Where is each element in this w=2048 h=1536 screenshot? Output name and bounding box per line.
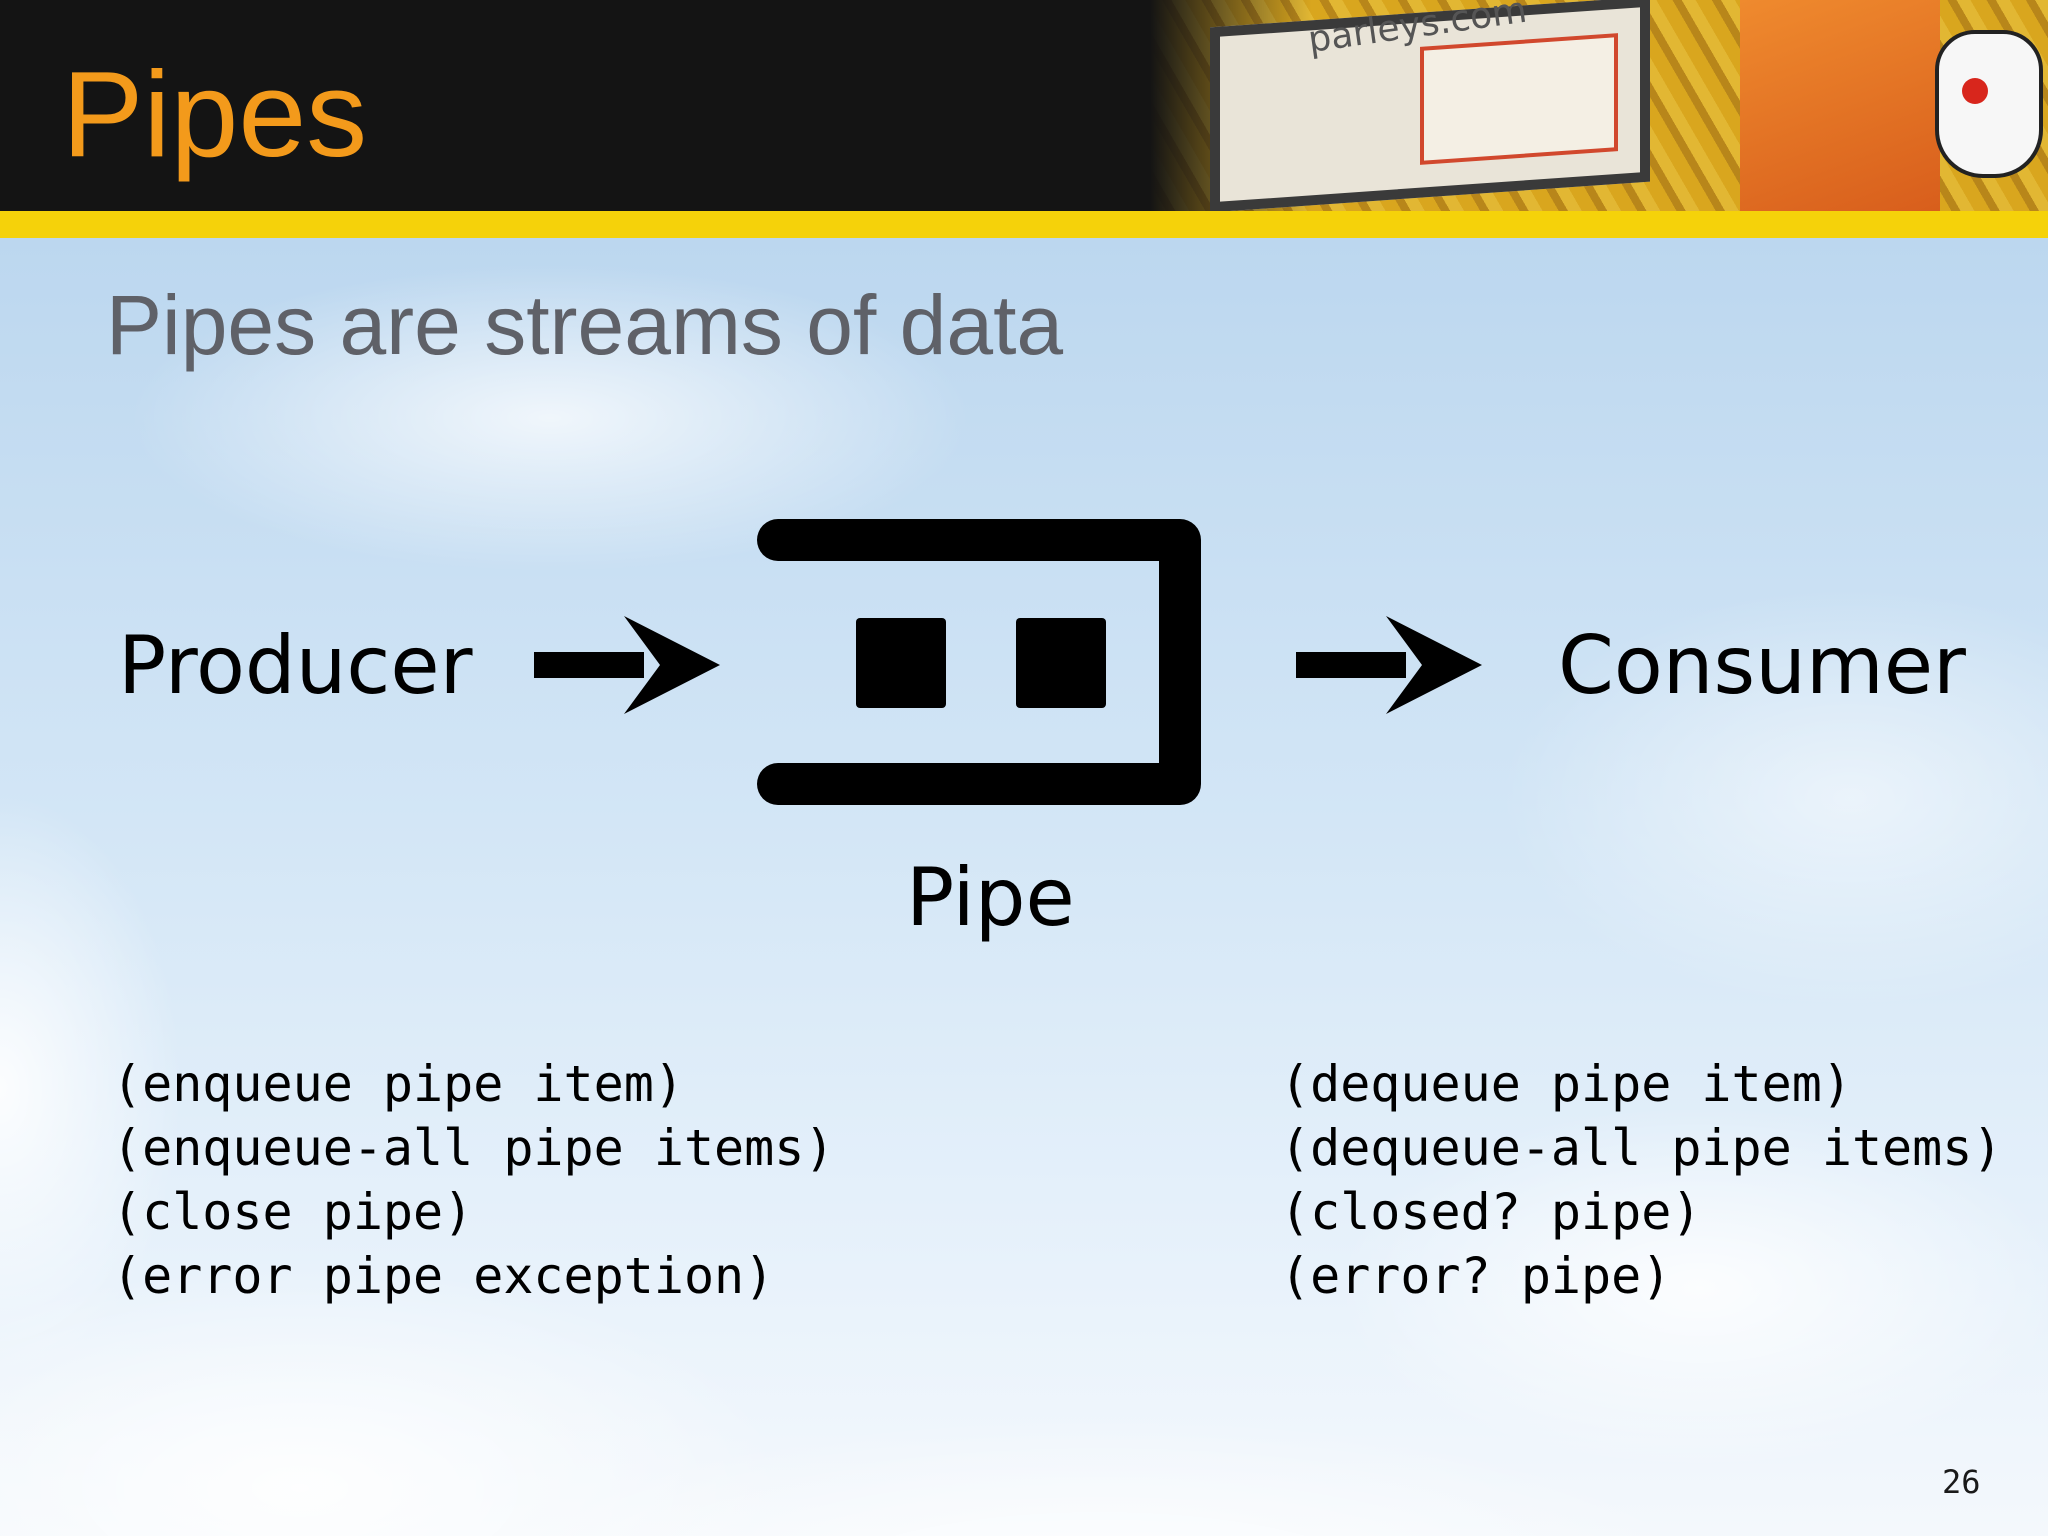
producer-api-item: (close pipe) <box>112 1183 474 1241</box>
slide-subtitle: Pipes are streams of data <box>106 278 1064 372</box>
consumer-api-item: (dequeue-all pipe items) <box>1280 1119 2003 1177</box>
page-number: 26 <box>1942 1463 1981 1501</box>
consumer-api-item: (dequeue pipe item) <box>1280 1055 1852 1113</box>
header-illustration-banner <box>1740 0 1940 211</box>
pipe-outline <box>757 519 1201 805</box>
pipe-item <box>1016 618 1106 708</box>
consumer-api-item: (error? pipe) <box>1280 1247 1672 1305</box>
producer-api-item: (enqueue-all pipe items) <box>112 1119 835 1177</box>
mascot-icon <box>1935 30 2043 178</box>
arrow-shaft <box>1296 652 1406 678</box>
producer-api-list: (enqueue pipe item) (enqueue-all pipe it… <box>112 1052 834 1308</box>
consumer-label: Consumer <box>1558 619 1966 712</box>
arrow-producer-to-pipe <box>534 616 720 714</box>
producer-label: Producer <box>118 619 473 712</box>
consumer-api-item: (closed? pipe) <box>1280 1183 1702 1241</box>
sky-background <box>0 238 2048 1536</box>
arrow-pipe-to-consumer <box>1296 616 1482 714</box>
pipe-label: Pipe <box>906 851 1075 944</box>
producer-api-item: (error pipe exception) <box>112 1247 775 1305</box>
consumer-api-list: (dequeue pipe item) (dequeue-all pipe it… <box>1280 1052 2002 1308</box>
slide-title: Pipes <box>62 46 368 182</box>
pipe-shape <box>757 519 1201 805</box>
accent-bar <box>0 211 2048 238</box>
arrow-head-icon <box>1386 616 1482 714</box>
arrow-shaft <box>534 652 644 678</box>
arrow-head-icon <box>624 616 720 714</box>
mascot-nose-icon <box>1962 78 1988 104</box>
producer-api-item: (enqueue pipe item) <box>112 1055 684 1113</box>
pipe-item <box>856 618 946 708</box>
